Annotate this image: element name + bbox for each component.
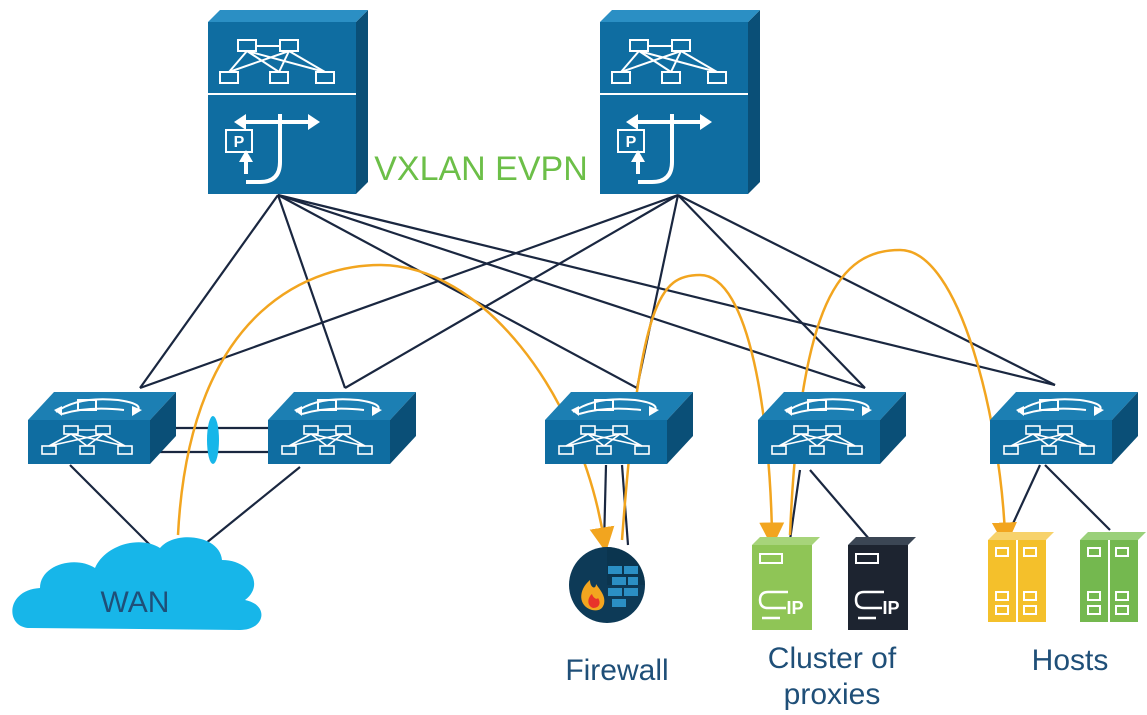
fabric-links	[69, 193, 1111, 553]
wan-cloud-icon: WAN	[12, 537, 262, 630]
host-server-2-icon	[1080, 532, 1146, 622]
leaf-switch-3	[544, 391, 694, 465]
proxies-label-line1: Cluster of	[768, 642, 897, 675]
leaf-switch-4	[757, 391, 907, 465]
firewall-icon	[569, 547, 645, 623]
leaf-switch-1	[27, 391, 177, 465]
fabric-title: VXLAN EVPN	[374, 150, 588, 188]
svg-text:IP: IP	[882, 598, 899, 618]
wan-label: WAN	[101, 586, 170, 619]
spine-router-1	[206, 8, 370, 196]
proxy-server-1-icon: IP	[752, 537, 820, 630]
vpc-peer-link-icon	[207, 416, 219, 464]
hosts-label: Hosts	[1032, 644, 1109, 677]
proxies-label-line2: proxies	[784, 678, 881, 711]
leaf-switch-5	[989, 391, 1139, 465]
leaf-switch-2	[267, 391, 417, 465]
svg-text:IP: IP	[786, 598, 803, 618]
spine-router-2	[598, 8, 762, 196]
firewall-label: Firewall	[565, 654, 668, 687]
host-server-1-icon	[988, 532, 1054, 622]
proxy-server-2-icon: IP	[848, 537, 916, 630]
